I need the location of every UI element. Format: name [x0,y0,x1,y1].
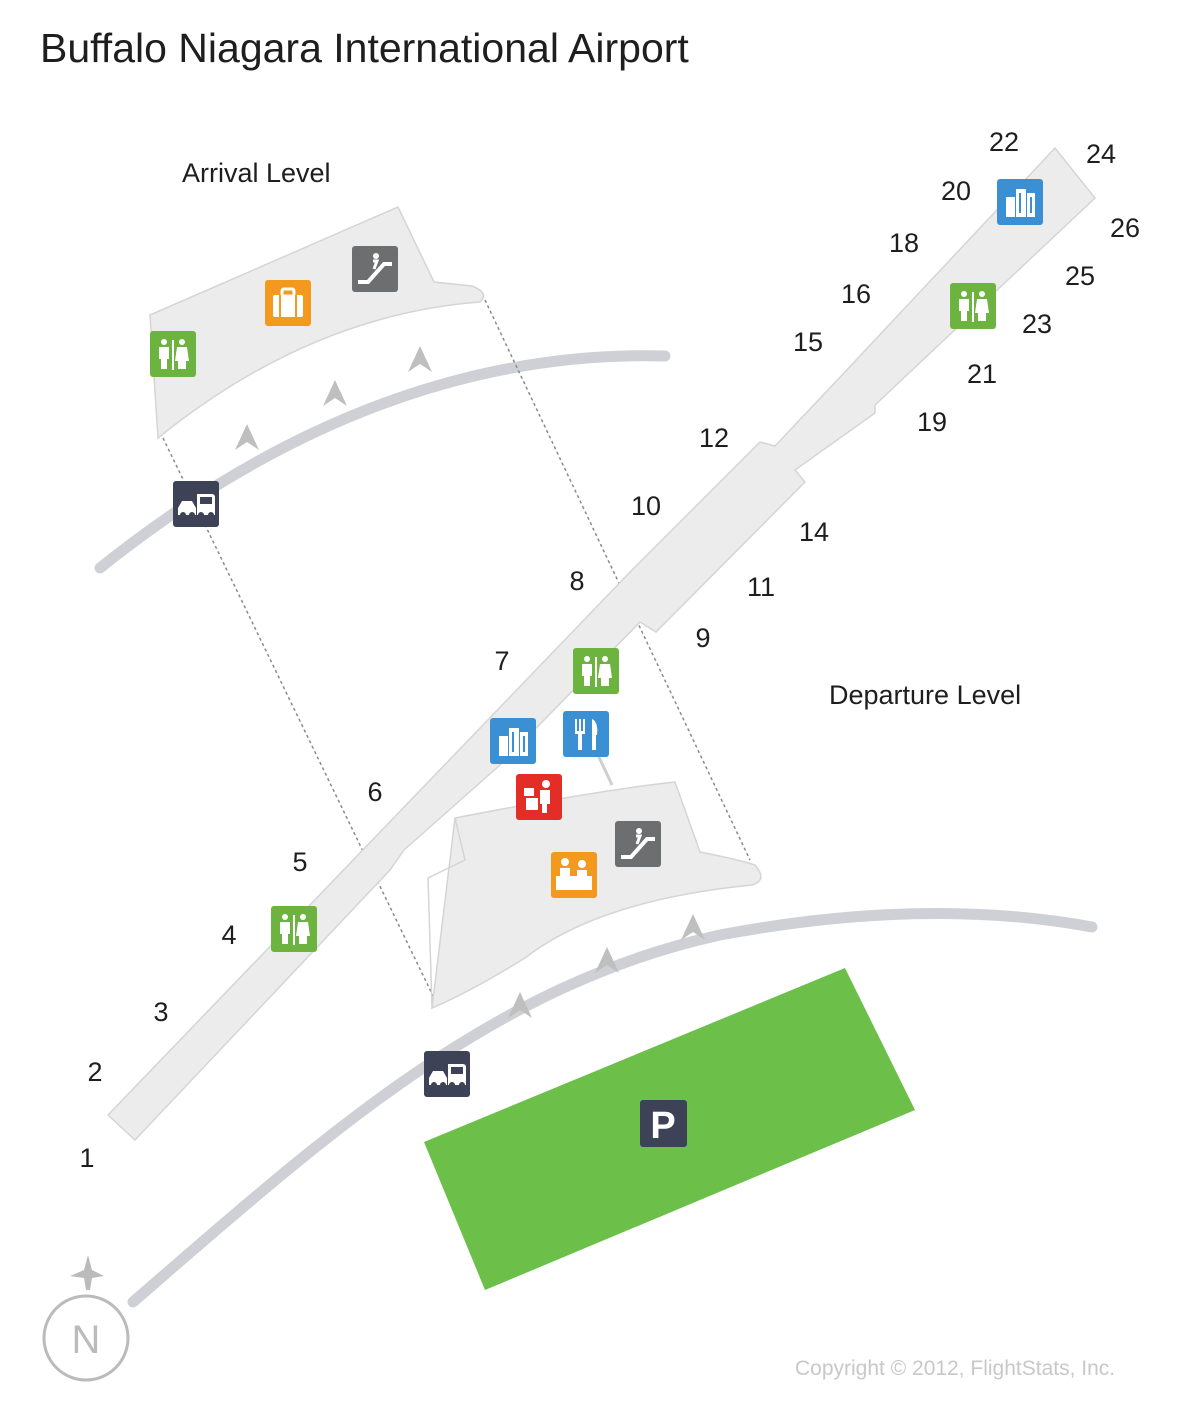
map-title: Buffalo Niagara International Airport [40,25,689,71]
north-compass [42,1294,130,1382]
parking-label: P [650,1105,675,1147]
restroom-icon [150,331,196,377]
concourse [106,146,1097,1142]
concourse-link [596,754,614,786]
escalator-icon [615,821,661,867]
level-connector-right [484,299,751,861]
gate-label: 18 [889,228,919,258]
gate-label: 6 [367,777,382,807]
dining-icon [563,711,609,757]
restroom-icon [950,283,996,329]
gate-label: 26 [1110,213,1140,243]
gate-label: 22 [989,127,1019,157]
gate-label: 25 [1065,261,1095,291]
gate-label: 15 [793,327,823,357]
gate-label: 2 [87,1057,102,1087]
gate-label: 10 [631,491,661,521]
parking-icon [640,1100,687,1147]
gate-label: 5 [292,847,307,877]
restroom-icon [573,648,619,694]
gate-label: 24 [1086,139,1116,169]
departure-level-label: Departure Level [829,680,1021,710]
arrival-level-label: Arrival Level [182,158,331,188]
arrival-roadway [94,350,671,574]
departure-building-edge [427,817,466,1009]
gate-label: 1 [79,1143,94,1173]
shops-icon [490,718,536,764]
gate-label: 8 [569,566,584,596]
gate-label: 16 [841,279,871,309]
escalator-icon [352,246,398,292]
baggage-claim-icon [265,280,311,326]
gate-label: 14 [799,517,829,547]
gate-label: 4 [221,920,236,950]
arrival-arrow-icon [408,346,432,372]
restroom-icon [271,906,317,952]
gate-label: 12 [699,423,729,453]
security-checkpoint-icon [516,774,562,820]
ticketing-icon [551,852,597,898]
ground-transport-icon [173,481,219,527]
gate-label: 3 [153,997,168,1027]
copyright-text: Copyright © 2012, FlightStats, Inc. [795,1357,1115,1380]
gate-label: 7 [494,646,509,676]
gate-label: 9 [695,623,710,653]
arrival-arrow-icon [235,424,259,450]
level-connector-left [162,437,436,1001]
gate-label: 21 [967,359,997,389]
gate-label: 20 [941,176,971,206]
north-label: N [72,1318,101,1362]
gate-label: 19 [917,407,947,437]
gate-label: 23 [1022,309,1052,339]
ground-transport-icon [424,1051,470,1097]
airplane-icon [70,1255,104,1290]
departure-roadway [127,907,1098,1308]
arrival-level-building [149,206,485,440]
gate-label: 11 [747,572,775,602]
shops-icon [997,179,1043,225]
arrival-arrow-icon [323,380,347,406]
